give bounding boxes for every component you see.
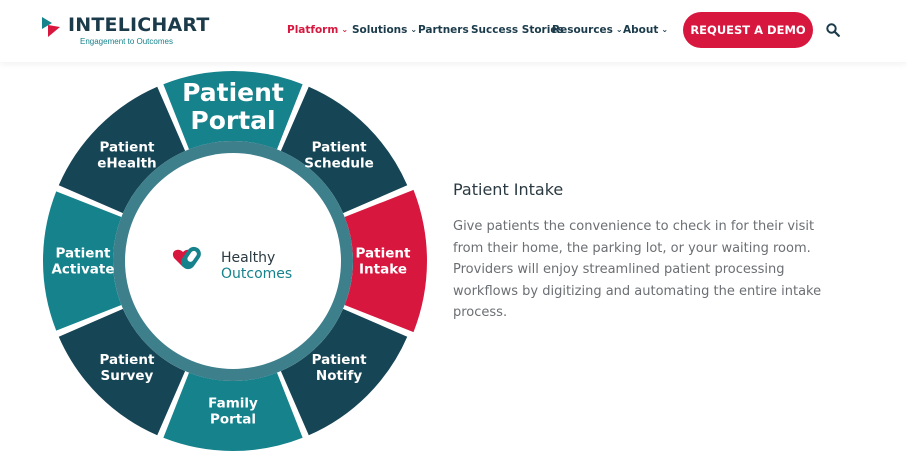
site-header: INTELICHART Engagement to Outcomes Platf…: [0, 0, 907, 62]
chevron-down-icon: ⌄: [661, 25, 669, 34]
nav-item-label: Solutions: [352, 24, 408, 36]
nav-item-partners[interactable]: Partners: [418, 24, 469, 36]
wheel-segment-label: Patient: [312, 352, 367, 368]
wheel-segment-label: Patient: [99, 352, 154, 368]
wheel-segment-label: eHealth: [97, 156, 156, 172]
wheel-segment-patient-ehealth[interactable]: [58, 86, 186, 214]
wheel-segment-patient-activate[interactable]: [43, 191, 122, 331]
wheel-segment-label: Survey: [101, 368, 154, 384]
wheel-segment-patient-schedule[interactable]: [280, 86, 408, 214]
wheel-segment-label: Patient: [99, 140, 154, 156]
detail-title: Patient Intake: [453, 180, 564, 199]
nav-item-label: About: [623, 24, 659, 36]
brand-name: INTELICHART: [68, 14, 210, 36]
nav-item-label: Success Stories: [471, 24, 564, 36]
chevron-down-icon: ⌄: [410, 25, 418, 34]
wheel-segment-patient-survey[interactable]: [58, 308, 186, 436]
wheel-segment-label: Family: [208, 396, 258, 412]
wheel-segment-patient-notify[interactable]: [280, 308, 408, 436]
nav-item-resources[interactable]: Resources⌄: [552, 24, 623, 36]
intelichart-logo-icon: [42, 17, 60, 37]
center-label-line1: Healthy: [221, 250, 275, 266]
detail-body: Give patients the convenience to check i…: [453, 219, 822, 320]
nav-item-about[interactable]: About⌄: [623, 24, 668, 36]
nav-item-platform[interactable]: Platform⌄: [287, 24, 348, 36]
nav-item-success-stories[interactable]: Success Stories: [471, 24, 564, 36]
center-disc: [125, 153, 341, 369]
wheel-segment-label: Activate: [51, 262, 114, 278]
wheel-segment-label: Portal: [210, 412, 256, 428]
nav-item-label: Platform: [287, 24, 339, 36]
wheel-segment-patient-portal[interactable]: [163, 71, 303, 150]
center-label-line2: Outcomes: [221, 266, 292, 282]
healthy-outcomes-logo: [172, 246, 201, 270]
wheel-segment-label: Patient: [182, 78, 284, 107]
brand-tagline: Engagement to Outcomes: [80, 37, 173, 46]
intelichart-logo[interactable]: INTELICHART Engagement to Outcomes: [40, 13, 209, 49]
product-wheel: Healthy Outcomes PatientPortalPatientSch…: [43, 71, 427, 451]
chevron-down-icon: ⌄: [341, 25, 349, 34]
nav-item-label: Resources: [552, 24, 613, 36]
wheel-segment-label: Schedule: [304, 156, 374, 172]
wheel-segment-label: Intake: [359, 262, 407, 278]
wheel-segment-label: Patient: [312, 140, 367, 156]
wheel-segment-family-portal[interactable]: [163, 372, 303, 451]
wheel-segment-patient-intake[interactable]: [344, 189, 427, 333]
healthy-outcomes-center: Healthy Outcomes: [172, 246, 292, 282]
wheel-segment-label: Notify: [316, 368, 363, 384]
wheel-segment-label: Portal: [190, 106, 275, 135]
request-demo-button[interactable]: REQUEST A DEMO: [683, 12, 813, 48]
wheel-segment-label: Patient: [356, 246, 411, 262]
nav-item-label: Partners: [418, 24, 469, 36]
search-icon[interactable]: [826, 23, 840, 37]
wheel-segment-label: Patient: [56, 246, 111, 262]
nav-item-solutions[interactable]: Solutions⌄: [352, 24, 417, 36]
chevron-down-icon: ⌄: [615, 25, 623, 34]
